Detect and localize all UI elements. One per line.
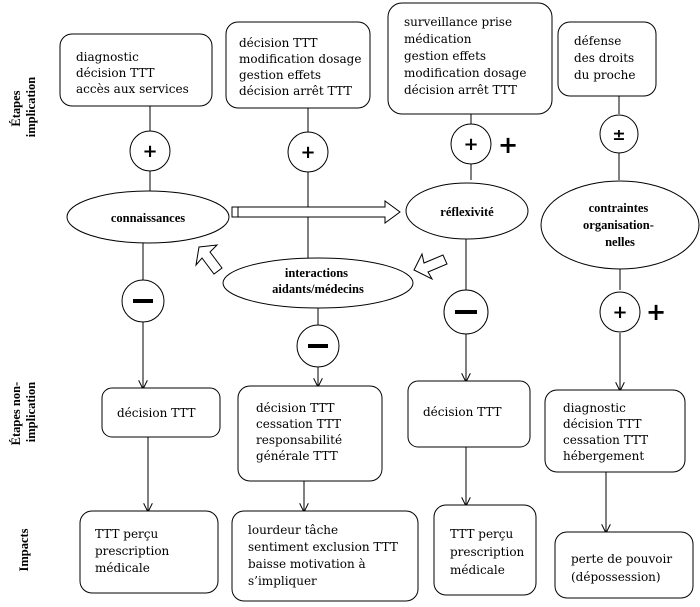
- middle-box-col3: décision TTT: [407, 380, 531, 448]
- svg-text:TTT perçu prescription: TTT perçu prescription médicale: [450, 527, 528, 577]
- bottom-box-col2: lourdeur tâche sentiment exclusion TTT b…: [231, 510, 419, 602]
- plus-circle-col2: +: [287, 131, 329, 173]
- middle-box-col2: décision TTT cessation TTT responsabilit…: [237, 385, 383, 482]
- minus-icon: [455, 310, 477, 314]
- minus-circle-col3: [443, 289, 489, 335]
- row-label-involvement: Étapes implication: [9, 77, 38, 137]
- svg-text:Étapes implication: Étapes implication: [9, 77, 38, 137]
- svg-text:décision TTT modificatio: décision TTT modification dosage gestion…: [239, 36, 365, 98]
- minus-circle-col2: [296, 324, 340, 368]
- top-box-col1: diagnostic décision TTT accès aux servic…: [59, 33, 213, 107]
- svg-text:décision TTT: décision TTT: [117, 406, 196, 420]
- plus-icon: +: [142, 141, 157, 162]
- row-label-non-involvement: Étapes non- implication: [9, 379, 38, 446]
- middle-box-col1: décision TTT: [101, 387, 221, 438]
- plus-icon: +: [612, 302, 627, 323]
- minus-circle-col1: [121, 279, 165, 323]
- svg-text:perte de pouvoir (déposs: perte de pouvoir (dépossession): [571, 552, 676, 584]
- svg-text:interactions aidants/méd: interactions aidants/médecins: [272, 266, 364, 296]
- svg-text:contraintes organisation: contraintes organisation- nelles: [583, 201, 657, 249]
- bold-plus-col3: +: [498, 131, 518, 159]
- svg-text:diagnostic décision TTT: diagnostic décision TTT cessation TTT hé…: [563, 401, 652, 463]
- svg-text:défense des droits: défense des droits du proche: [574, 34, 638, 82]
- svg-text:connaissances: connaissances: [111, 211, 185, 225]
- bottom-box-col4: perte de pouvoir (dépossession): [554, 531, 694, 599]
- plusminus-circle-col4: ±: [599, 114, 639, 154]
- oval-interactions: interactions aidants/médecins: [222, 257, 414, 309]
- svg-text:Étapes non- implication: Étapes non- implication: [9, 379, 38, 446]
- svg-text:décision TTT: décision TTT: [423, 405, 502, 419]
- svg-text:diagnostic décision TTT: diagnostic décision TTT accès aux servic…: [76, 50, 189, 96]
- svg-text:TTT perçu prescription: TTT perçu prescription médicale: [95, 527, 173, 575]
- plus-circle-col4: +: [599, 291, 641, 333]
- oval-reflexivity: réflexivité: [405, 182, 529, 240]
- row-label-impacts: Impacts: [17, 528, 31, 571]
- svg-text:surveillance prise médic: surveillance prise médication gestion ef…: [404, 15, 530, 97]
- svg-text:lourdeur tâche sentiment: lourdeur tâche sentiment exclusion TTT b…: [248, 523, 402, 588]
- plus-circle-col3: +: [450, 123, 492, 165]
- minus-icon: [133, 299, 153, 303]
- oval-knowledge: connaissances: [66, 190, 230, 244]
- plus-circle-col1: +: [129, 130, 171, 172]
- top-box-col2: décision TTT modification dosage gestion…: [225, 21, 371, 109]
- svg-text:décision TTT cessation T: décision TTT cessation TTT responsabilit…: [256, 401, 346, 463]
- bold-plus-icon: +: [498, 131, 518, 159]
- connectors: [143, 96, 620, 532]
- bottom-box-col3: TTT perçu prescription médicale: [433, 504, 537, 596]
- minus-icon: [308, 344, 328, 348]
- bold-plus-icon: +: [646, 298, 666, 326]
- top-box-col4: défense des droits du proche: [557, 21, 657, 97]
- hollow-arrow-knowledge-to-reflexivity: [231, 200, 401, 224]
- plus-icon: +: [463, 134, 478, 155]
- svg-text:Impacts: Impacts: [17, 528, 31, 571]
- bottom-box-col1: TTT perçu prescription médicale: [79, 510, 219, 594]
- middle-box-col4: diagnostic décision TTT cessation TTT hé…: [544, 389, 686, 473]
- svg-text:réflexivité: réflexivité: [440, 205, 494, 219]
- oval-constraints: contraintes organisation- nelles: [540, 180, 700, 270]
- bold-plus-col4: +: [646, 298, 666, 326]
- hollow-arrow-reflexivity-to-interactions: [413, 252, 448, 281]
- plus-minus-icon: ±: [612, 125, 625, 144]
- top-box-col3: surveillance prise médication gestion ef…: [387, 2, 553, 115]
- hollow-arrow-interactions-to-knowledge: [195, 244, 223, 275]
- plus-icon: +: [300, 142, 315, 163]
